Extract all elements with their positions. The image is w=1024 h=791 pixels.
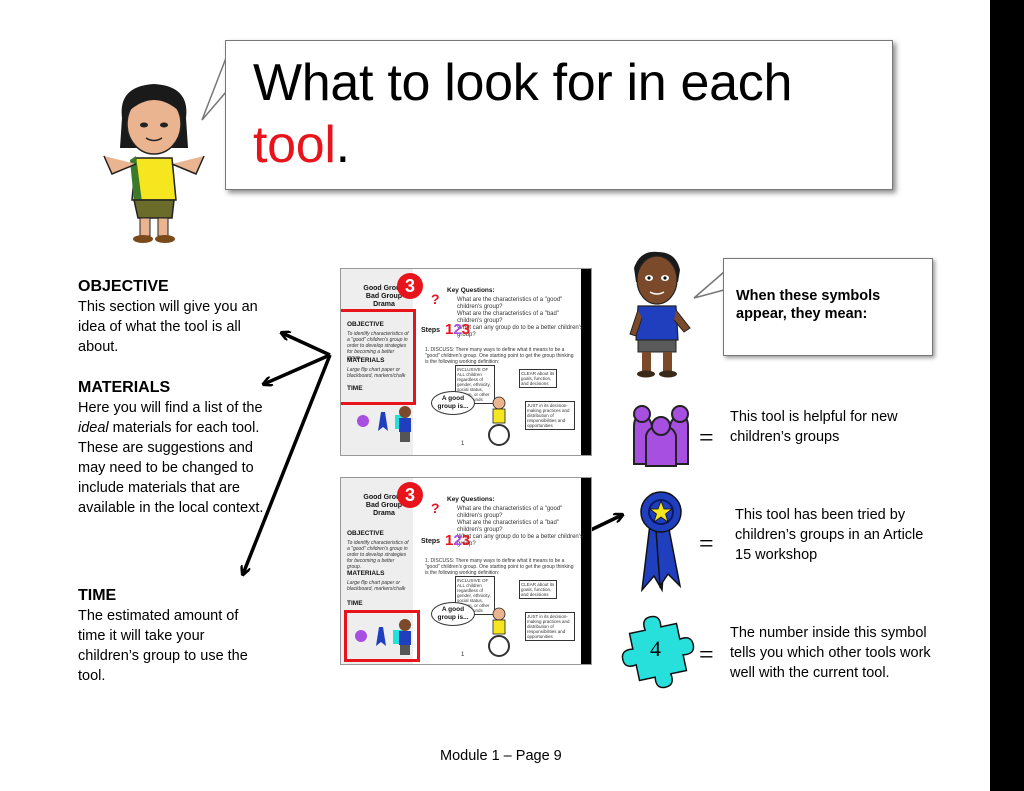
thumb2-objective-heading: OBJECTIVE bbox=[347, 530, 384, 537]
materials-heading: MATERIALS bbox=[78, 379, 171, 396]
thumb2-steps-text: 1. DISCUSS: There many ways to define wh… bbox=[425, 558, 574, 576]
thumb2-highlight-box bbox=[344, 610, 420, 662]
thumb1-materials-text: Large flip chart paper or blackboard, ma… bbox=[347, 367, 406, 379]
legend-equals-1: = bbox=[699, 423, 714, 452]
thumb2-steps-heading: Steps bbox=[421, 538, 441, 545]
thumb1-tool-title: Good Group Bad Group Drama bbox=[363, 285, 405, 308]
ribbon-award-icon bbox=[640, 491, 682, 593]
thumb1-steps-numbers: 123 bbox=[445, 321, 471, 338]
thumb2-bubble-good: A good group is... bbox=[431, 602, 475, 626]
thumb2-question-icon: ? bbox=[431, 500, 440, 516]
title-period: . bbox=[335, 116, 350, 174]
puzzle-number: 4 bbox=[650, 636, 661, 661]
thumb1-steps-text: 1. DISCUSS: There many ways to define wh… bbox=[425, 347, 574, 365]
title-accent-word: tool bbox=[253, 116, 336, 174]
boy-character-illustration bbox=[629, 251, 691, 378]
thumb2-steps-numbers: 123 bbox=[445, 532, 471, 549]
materials-body-post: materials for each tool. These are sugge… bbox=[78, 420, 264, 516]
thumb1-boy-icon bbox=[399, 406, 411, 442]
thumb1-steps-heading: Steps bbox=[421, 327, 441, 334]
puzzle-piece-icon bbox=[621, 615, 695, 689]
materials-body-em: ideal bbox=[78, 420, 109, 436]
symbols-callout-text: When these symbols appear, they mean: bbox=[736, 288, 881, 322]
thumb1-key-questions-heading: Key Questions: bbox=[447, 287, 495, 294]
symbols-callout-box bbox=[723, 258, 933, 356]
legend-equals-3: = bbox=[699, 640, 714, 669]
thumb1-materials-heading: MATERIALS bbox=[347, 357, 385, 364]
thumb1-tool-number: 3 bbox=[397, 273, 423, 299]
title-line1: What to look for in each bbox=[253, 54, 793, 112]
thumb2-key-questions: What are the characteristics of a "good"… bbox=[457, 506, 583, 547]
thumb2-boy-icon bbox=[399, 619, 411, 655]
time-body: The estimated amount of time it will tak… bbox=[78, 608, 248, 684]
thumb2-bubble-clear: CLEAR about its goals, function, and dec… bbox=[519, 580, 557, 599]
tool-page-thumbnail-2: Good Group Bad Group Drama 3 ? Key Quest… bbox=[340, 477, 592, 665]
thumb2-page-number: 1 bbox=[461, 652, 465, 658]
thumb1-objective-heading: OBJECTIVE bbox=[347, 321, 384, 328]
materials-body: Here you will find a list of the ideal m… bbox=[78, 398, 270, 518]
thumb1-highlight-box bbox=[341, 309, 416, 405]
section-time: TIME The estimated amount of time it wil… bbox=[78, 586, 268, 686]
thumb1-key-questions: What are the characteristics of a "good"… bbox=[457, 297, 583, 338]
section-objective: OBJECTIVE This section will give you an … bbox=[78, 277, 278, 357]
thumb1-objective-text: To identify characteristics of a "good" … bbox=[347, 331, 409, 361]
thumb2-objective-text: To identify characteristics of a "good" … bbox=[347, 540, 409, 570]
thumb1-time-heading: TIME bbox=[347, 385, 363, 392]
legend-text-tried-by-groups: This tool has been tried by children’s g… bbox=[735, 507, 924, 563]
thumb1-bubble-just: JUST in its decision-making practices an… bbox=[525, 401, 575, 430]
legend-equals-2: = bbox=[699, 529, 714, 558]
legend-text-puzzle-number: The number inside this symbol tells you … bbox=[730, 625, 931, 681]
legend-text-new-groups: This tool is helpful for new children’s … bbox=[730, 409, 898, 445]
thumb2-bubble-inclusive: INCLUSIVE OF ALL children regardless of … bbox=[455, 576, 495, 615]
page-title: What to look for in each tool. bbox=[253, 52, 883, 176]
objective-heading: OBJECTIVE bbox=[78, 278, 169, 295]
thumb1-wheelchair-child-icon bbox=[488, 396, 510, 446]
page-footer: Module 1 – Page 9 bbox=[440, 748, 562, 764]
right-edge-bar bbox=[990, 0, 1024, 791]
thumb2-materials-text: Large flip chart paper or blackboard, ma… bbox=[347, 580, 406, 592]
thumb1-bubble-inclusive: INCLUSIVE OF ALL children regardless of … bbox=[455, 365, 495, 404]
title-speech-pointer bbox=[201, 57, 227, 121]
materials-body-pre: Here you will find a list of the bbox=[78, 400, 263, 416]
objective-body: This section will give you an idea of wh… bbox=[78, 299, 258, 355]
thumb2-time-heading: TIME bbox=[347, 600, 363, 607]
callout-speech-pointer bbox=[693, 271, 725, 299]
thumb1-question-icon: ? bbox=[431, 291, 440, 307]
thumb1-bubble-good: A good group is... bbox=[431, 391, 475, 415]
thumb2-bubble-just: JUST in its decision-making practices an… bbox=[525, 612, 575, 641]
people-group-icon bbox=[633, 405, 689, 467]
time-heading: TIME bbox=[78, 587, 117, 604]
thumb2-tool-title: Good Group Bad Group Drama bbox=[363, 494, 405, 517]
thumb2-materials-heading: MATERIALS bbox=[347, 570, 385, 577]
thumb2-tool-number: 3 bbox=[397, 482, 423, 508]
girl-character-illustration bbox=[103, 84, 205, 243]
title-box bbox=[225, 40, 893, 190]
thumb1-bubble-clear: CLEAR about its goals, function, and dec… bbox=[519, 369, 557, 388]
thumb2-key-questions-heading: Key Questions: bbox=[447, 496, 495, 503]
section-materials: MATERIALS Here you will find a list of t… bbox=[78, 378, 270, 518]
thumb1-page-number: 1 bbox=[461, 441, 465, 447]
tool-page-thumbnail-1: Good Group Bad Group Drama 3 ? Key Quest… bbox=[340, 268, 592, 456]
thumb2-wheelchair-child-icon bbox=[488, 607, 510, 657]
